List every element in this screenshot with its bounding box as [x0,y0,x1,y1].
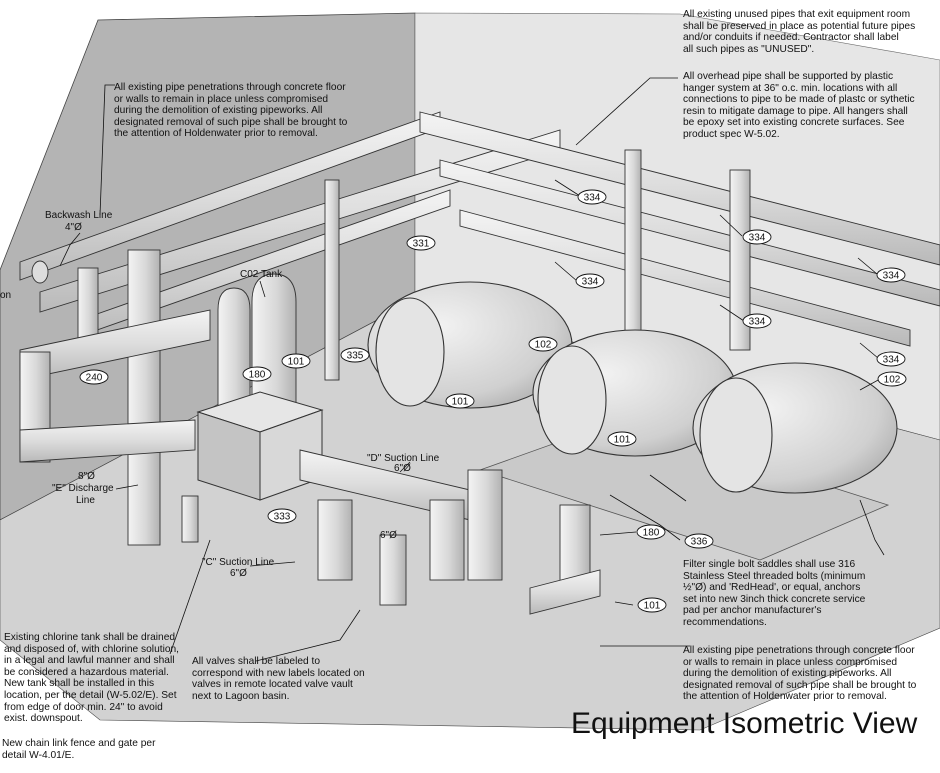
d-size-label: 6"Ø [394,463,411,474]
chlorine-tank [196,391,324,501]
callout-tag-text: 334 [749,233,766,244]
leader-lines [59,77,885,662]
callout-tag: 180 [242,366,272,382]
callout-tag: 334 [742,229,772,245]
callout-tag: 333 [267,508,297,524]
note-penetrations-bottom: All existing pipe penetrations through c… [683,645,917,703]
callout-tag: 101 [281,353,311,369]
c-size-label: 6"Ø [230,568,247,579]
filter-tanks [367,281,898,494]
edge-fragment-label: on [0,290,11,301]
note-fence: New chain link fence and gate per detail… [2,738,156,761]
note-overhead-pipe: All overhead pipe shall be supported by … [683,71,915,140]
callout-tag-text: 331 [413,239,430,250]
callout-tag-text: 101 [644,601,661,612]
callout-tag-text: 101 [452,397,469,408]
callout-tag-text: 101 [614,435,631,446]
callout-tag-text: 334 [883,271,900,282]
callout-tag-text: 102 [535,340,552,351]
pipe-labels: Backwash Line 4"Ø C02 Tank "D" Suction L… [0,210,440,579]
callout-tag-text: 180 [249,370,266,381]
callout-tag: 102 [877,371,907,387]
vertical-pipes [77,149,751,606]
callout-tag-text: 334 [749,317,766,328]
e-discharge-line [19,309,211,463]
e-discharge-label: "E" Discharge [52,483,114,494]
callout-tag: 101 [637,597,667,613]
callout-tag-text: 333 [274,512,291,523]
suction-manifold [299,449,601,615]
backwash-line-label: Backwash Line [45,210,113,221]
callout-tag-text: 334 [582,277,599,288]
callout-tag: 334 [876,351,906,367]
callout-tag: 180 [636,524,666,540]
callout-tag: 336 [684,533,714,549]
callout-tag-text: 240 [86,373,103,384]
backwash-pipes [19,111,940,347]
callout-tag: 334 [876,267,906,283]
callout-tag: 331 [406,235,436,251]
callout-tag-text: 334 [584,193,601,204]
backwash-size-label: 4"Ø [65,222,82,233]
d-suction-label: "D" Suction Line [367,453,440,464]
e-discharge-label-2: Line [76,495,95,506]
callout-tag-text: 101 [288,357,305,368]
callout-tag: 240 [79,369,109,385]
drawing-title: Equipment Isometric View [571,707,918,740]
callout-tag: 334 [577,189,607,205]
co2-tanks [217,273,297,413]
co2-tank-label: C02 Tank [240,269,283,280]
callout-tag: 101 [607,431,637,447]
callout-tag-text: 102 [884,375,901,386]
callout-tag: 102 [528,336,558,352]
callout-tag: 334 [742,313,772,329]
callout-tag: 101 [445,393,475,409]
callout-tag-text: 334 [883,355,900,366]
note-chlorine: Existing chlorine tank shall be drained … [4,632,179,725]
note-penetrations-top: All existing pipe penetrations through c… [114,82,348,140]
e-size-label: 8"Ø [78,471,95,482]
note-valves: All valves shall be labeled to correspon… [192,656,365,702]
callout-tag-text: 335 [347,351,364,362]
note-unused-pipes: All existing unused pipes that exit equi… [683,9,916,55]
callout-tags: 334 334 334 334 334 334 331 335 101 101 101 101 102 1… [79,189,907,613]
callout-tag: 334 [575,273,605,289]
mid-size-label: 6"Ø [380,530,397,541]
callout-tag-text: 180 [643,528,660,539]
c-suction-label: "C" Suction Line [202,557,275,568]
note-saddles: Filter single bolt saddles shall use 316… [683,559,866,628]
callout-tag-text: 336 [691,537,708,548]
callout-tag: 335 [340,347,370,363]
